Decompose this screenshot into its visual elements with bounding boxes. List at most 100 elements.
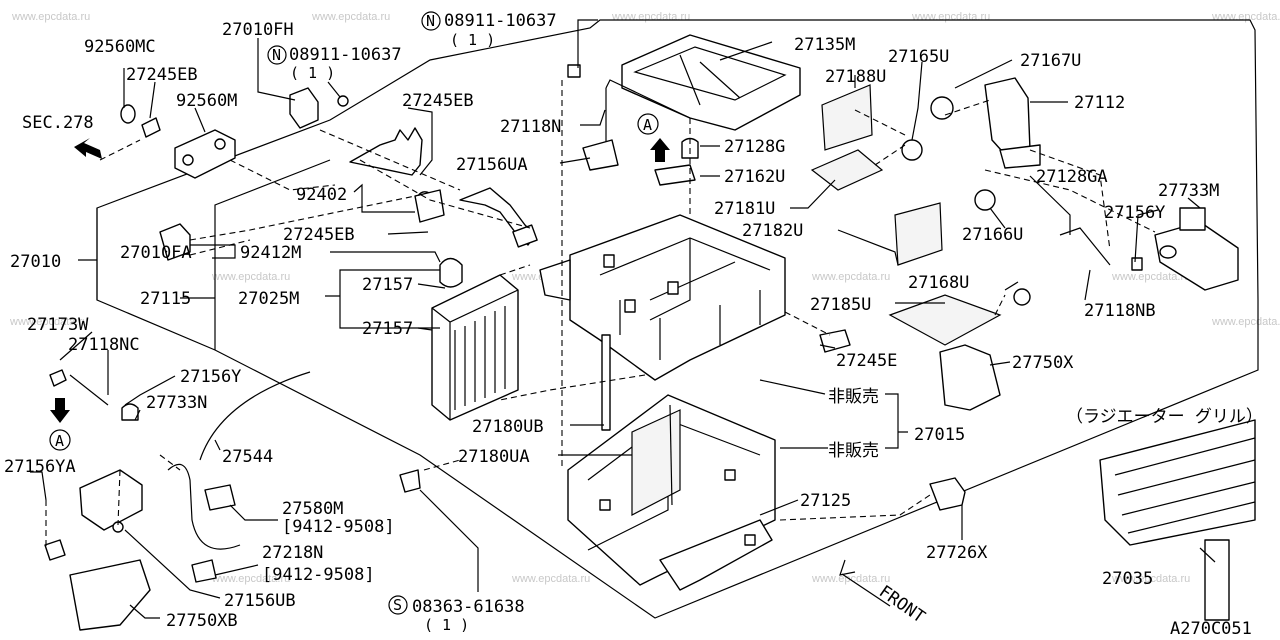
radiator-grille-detail [1099, 419, 1256, 621]
part-label: 92560M [176, 91, 237, 111]
watermark: www.epcdata.ru [911, 11, 990, 23]
part-label: 08911-10637 [289, 45, 402, 65]
part-label: 27156Y [180, 367, 241, 387]
watermark: www.epcdata.ru [1111, 573, 1190, 585]
watermark: www.epcdata.ru [11, 11, 90, 23]
part-label: 27162U [724, 167, 785, 187]
part-label: 08911-10637 [444, 11, 557, 31]
dashed-lines [45, 80, 1156, 550]
fastener-s1: S 08363-61638 ( 1 ) [388, 595, 525, 634]
watermark: www.epcdata.ru [311, 11, 390, 23]
part-label: 27157 [362, 319, 413, 339]
part-label: 27245EB [283, 225, 355, 245]
part-label: 27180UB [472, 417, 544, 437]
part-label: 27750XB [166, 611, 238, 631]
part-label: 27157 [362, 275, 413, 295]
part-label: 27726X [926, 543, 988, 563]
watermark: www.epcdata.ru [211, 573, 290, 585]
heater-core [431, 257, 519, 421]
part-label: 27245E [836, 351, 897, 371]
part-label: 27156YA [4, 457, 76, 477]
hose-clamp-parts [120, 87, 349, 261]
brackets-right [819, 227, 1143, 511]
part-labels: 92560MC 27245EB 92560M SEC.278 27010FH N… [4, 11, 1263, 639]
part-label: 27167U [1020, 51, 1081, 71]
quantity-label: ( 1 ) [290, 64, 335, 82]
quantity-label: ( 1 ) [424, 616, 469, 634]
watermark: www.epcdata.ru [811, 573, 890, 585]
ref-marker-letter: A [643, 116, 652, 134]
watermark: www.epcdata.ru [211, 271, 290, 283]
ref-marker-top: A [637, 113, 659, 135]
part-label: 27168U [908, 273, 969, 293]
watermark: www.epcdata.ru [1111, 271, 1190, 283]
grille-note: （ラジエーター グリル） [1066, 407, 1263, 427]
watermark: www.epcdata.ru [511, 573, 590, 585]
fastener-prefix: N [426, 12, 435, 30]
part-label: 92412M [240, 243, 301, 263]
fastener-prefix: N [272, 46, 281, 64]
part-label: 27010FA [120, 243, 192, 263]
part-label: 27166U [962, 225, 1023, 245]
watermark: www.epcdata.ru [611, 11, 690, 23]
air-mix-doors [810, 77, 1041, 346]
sec-ref-label: SEC.278 [22, 113, 94, 133]
heater-pipes [349, 127, 538, 248]
part-label: 27118NB [1084, 301, 1156, 321]
part-label: 27118NC [68, 335, 140, 355]
part-label: 27218N [262, 543, 323, 563]
not-sold-label: 非販売 [828, 441, 879, 461]
part-label: 27010 [10, 252, 61, 272]
part-label: 27156Y [1104, 203, 1165, 223]
part-label: 27165U [888, 47, 949, 67]
part-label: 27180UA [458, 447, 530, 467]
assembly-boundary [96, 19, 1259, 619]
arrow-up-icon [650, 138, 670, 162]
part-label: 27182U [742, 221, 803, 241]
fastener-n1: N 08911-10637 ( 1 ) [267, 45, 402, 82]
watermark-layer: www.epcdata.ru www.epcdata.ru www.epcdat… [9, 11, 1280, 585]
quantity-label: ( 1 ) [450, 31, 495, 49]
part-label: 92560MC [84, 37, 156, 57]
arrow-down-icon [50, 398, 70, 423]
part-label: 27188U [825, 67, 886, 87]
watermark: www.epcdata.ru [1211, 11, 1280, 23]
part-label: 27156UA [456, 155, 528, 175]
direction-arrows [50, 138, 891, 607]
part-label: 27733N [146, 393, 207, 413]
ref-marker-left: A [49, 429, 71, 451]
watermark: www.epcdata.ru [1211, 316, 1280, 328]
part-label: 27118N [500, 117, 561, 137]
part-label: 27544 [222, 447, 273, 467]
part-label: 92402 [296, 185, 347, 205]
part-label: 27245EB [126, 65, 198, 85]
part-label: 27733M [1158, 181, 1219, 201]
part-label: 27125 [800, 491, 851, 511]
part-label: 27128G [724, 137, 785, 157]
part-label: 27112 [1074, 93, 1125, 113]
part-label: 27156UB [224, 591, 296, 611]
part-label: 27010FH [222, 20, 294, 40]
sec-ref-arrow-icon [74, 138, 102, 159]
part-label: 27015 [914, 425, 965, 445]
fastener-prefix: S [393, 596, 402, 614]
part-label: 27135M [794, 35, 855, 55]
part-label: 27245EB [402, 91, 474, 111]
not-sold-label: 非販売 [828, 387, 879, 407]
front-label: FRONT [875, 582, 928, 628]
date-range-label: [9412-9508] [282, 517, 395, 537]
part-label: 27181U [714, 199, 775, 219]
ref-marker-letter: A [55, 432, 64, 450]
front-arrow-icon [839, 559, 891, 607]
leader-lines [30, 19, 1216, 619]
part-label: 27750X [1012, 353, 1074, 373]
part-label: 27128GA [1036, 167, 1108, 187]
watermark: www.epcdata.ru [811, 271, 890, 283]
part-label: 08363-61638 [412, 597, 525, 617]
part-label: 27173W [27, 315, 89, 335]
watermark: www.epcdata.ru [9, 316, 88, 328]
diagram-code: A270C051 [1170, 619, 1252, 639]
part-label: 27115 [140, 289, 191, 309]
part-label: 27025M [238, 289, 299, 309]
